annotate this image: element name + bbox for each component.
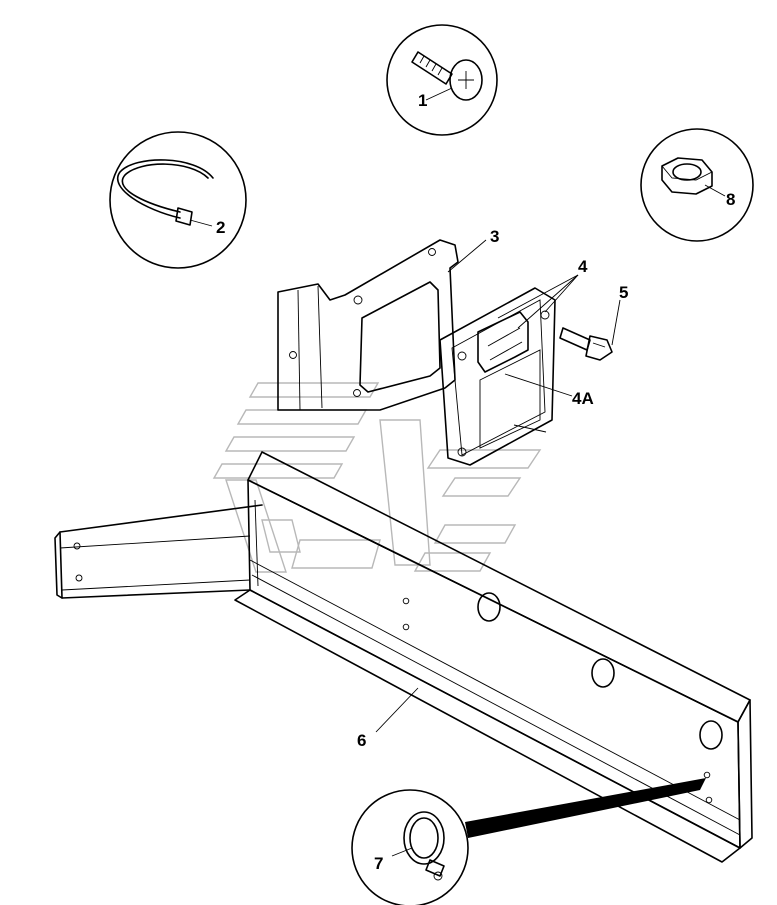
hose-clamp-icon: [403, 811, 445, 881]
callout-7: 7: [374, 854, 383, 873]
bubble-hex-nut: 8: [640, 128, 754, 242]
bubble-cable-tie: 2: [109, 131, 247, 269]
hex-nut-icon: [661, 157, 713, 195]
module-icon: [439, 287, 556, 466]
bubble-screw: 1: [386, 24, 498, 136]
callout-2: 2: [216, 218, 225, 237]
clip-icon: [477, 311, 573, 433]
callout-1: 1: [418, 91, 427, 110]
callout-8: 8: [726, 190, 735, 209]
callout-5: 5: [619, 283, 628, 302]
callout-4: 4: [578, 257, 588, 276]
bubble-hose-clamp: 7: [351, 778, 706, 905]
cable-tie-icon: [117, 159, 214, 226]
bolt-icon: [559, 327, 613, 361]
callout-4a: 4A: [572, 389, 594, 408]
frame-rail-icon: [54, 451, 753, 863]
callout-3: 3: [490, 227, 499, 246]
bracket-icon: [277, 239, 459, 411]
screw-icon: [411, 51, 483, 101]
callout-6: 6: [357, 731, 366, 750]
